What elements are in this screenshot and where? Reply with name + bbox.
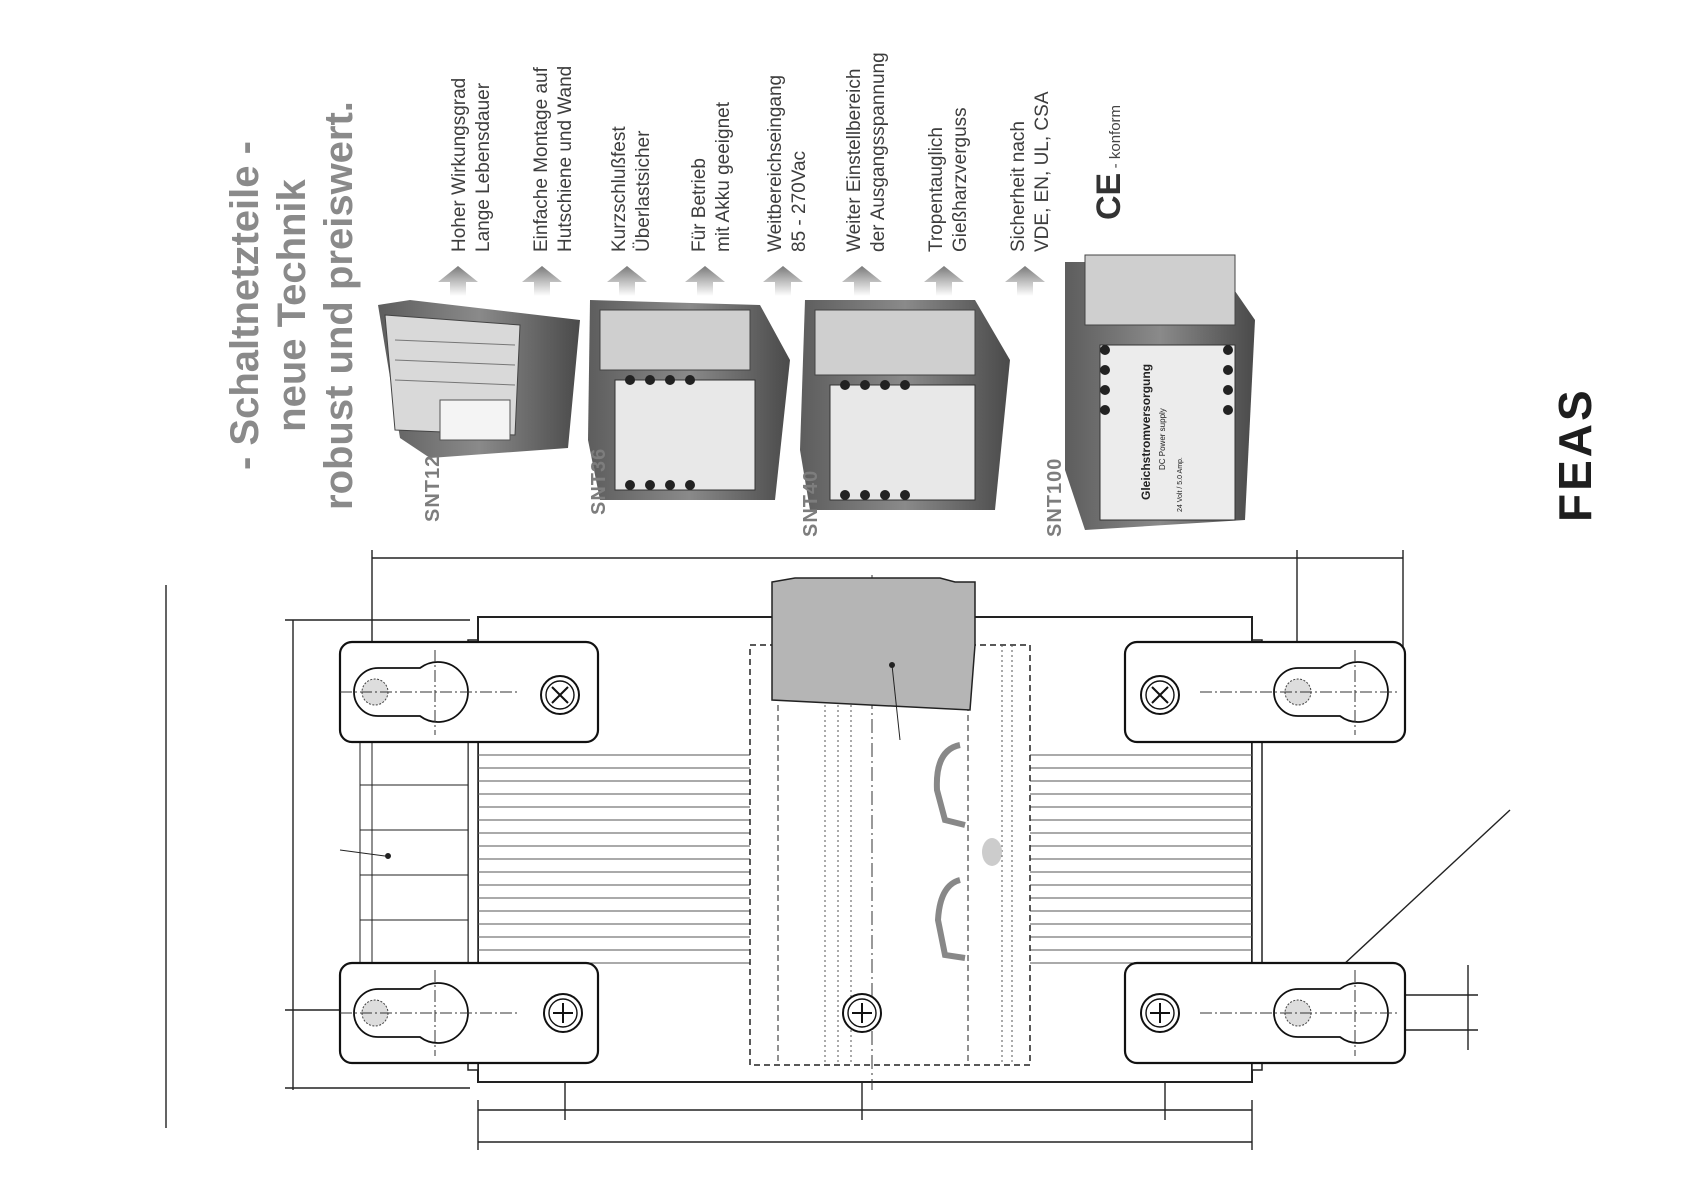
mounting-bracket-bottom-right <box>1123 961 1407 1065</box>
screw-icon <box>1140 675 1180 715</box>
mounting-bracket-top-left <box>338 640 600 744</box>
brand-name: FEAS <box>1549 387 1601 522</box>
screw-icon <box>1140 993 1180 1033</box>
product-snt100-photo: Gleichstromversorgung DC Power supply 24… <box>1065 254 1255 530</box>
arrow-icon <box>438 266 478 296</box>
arrow-icon <box>842 266 882 296</box>
product-snt36-photo <box>588 300 790 500</box>
arrow-icon <box>924 266 964 296</box>
mounting-bracket-bottom-left <box>338 961 600 1065</box>
arrow-icon <box>607 266 647 296</box>
arrow-icon <box>763 266 803 296</box>
arrow-icon <box>522 266 562 296</box>
product-snt12-photo <box>378 300 580 458</box>
mounting-bracket-top-right <box>1123 640 1407 744</box>
feas-logo: FEAS <box>1548 387 1602 522</box>
product-label-title: Gleichstromversorgung <box>1139 364 1153 500</box>
screw-icon <box>842 993 882 1033</box>
arrow-icon <box>685 266 725 296</box>
din-rail <box>749 575 1031 1090</box>
arrow-icon <box>1005 266 1045 296</box>
cooling-ribs-right <box>1030 754 1252 964</box>
product-snt40-photo <box>800 300 1010 510</box>
screw-icon <box>543 993 583 1033</box>
screw-icon <box>540 675 580 715</box>
product-label-spec: 24 Volt / 5.0 Amp. <box>1177 457 1184 512</box>
product-label-subtitle: DC Power supply <box>1158 408 1167 470</box>
